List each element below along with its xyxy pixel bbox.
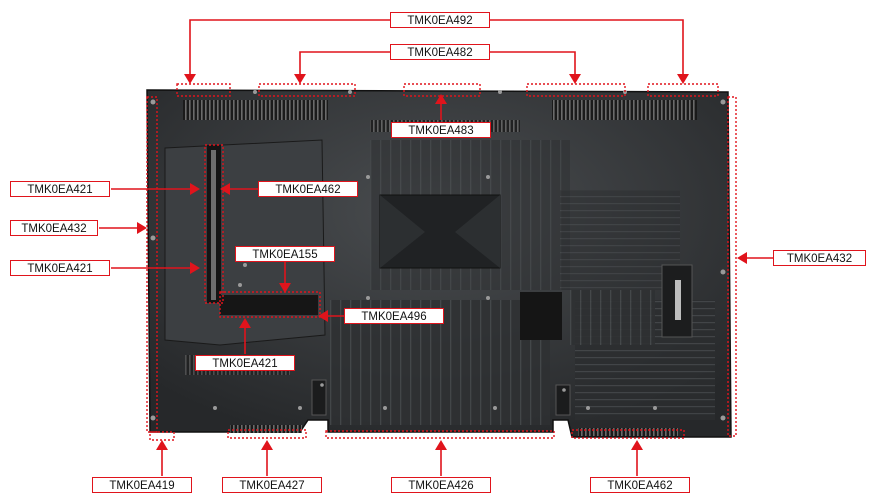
- part-label-bottom-speaker-left: TMK0EA427: [222, 477, 322, 493]
- part-label-terminal: TMK0EA155: [235, 246, 335, 262]
- part-label-top-center: TMK0EA483: [391, 122, 491, 138]
- part-label-top-outer: TMK0EA492: [390, 12, 490, 28]
- terminal-slot-bottom: [220, 295, 318, 315]
- part-label-left-edge: TMK0EA432: [10, 220, 98, 236]
- highlight-outlines: [146, 83, 737, 441]
- part-label-bottom-center: TMK0EA426: [391, 477, 491, 493]
- top-vent-right: [552, 100, 697, 120]
- part-label-bottom-slot: TMK0EA496: [344, 308, 444, 324]
- terminal-slot-inner: [211, 150, 216, 300]
- right-bracket-slot: [675, 280, 681, 320]
- bottom-vent-right: [578, 428, 678, 436]
- part-label-top-inner: TMK0EA482: [390, 44, 490, 60]
- center-connector-box: [520, 292, 562, 340]
- speaker-grille-right: [570, 290, 655, 345]
- screw-holes: [150, 90, 726, 421]
- arrowheads: [137, 74, 747, 450]
- part-label-bottom-speaker-right: TMK0EA462: [590, 477, 690, 493]
- part-label-terminal-bottom: TMK0EA421: [195, 355, 295, 371]
- part-label-bottom-left: TMK0EA419: [92, 477, 192, 493]
- top-vent-left: [183, 100, 328, 120]
- stand-mount-chevron-left: [380, 195, 425, 268]
- stand-mount-chevron-right: [455, 195, 500, 268]
- leader-lines: [99, 19, 773, 476]
- part-label-left-upper: TMK0EA421: [10, 181, 110, 197]
- rib-pattern-right-mid: [560, 190, 680, 290]
- part-label-left-lower: TMK0EA421: [10, 260, 110, 276]
- foot-right: [555, 384, 571, 416]
- bottom-vent-left: [230, 425, 302, 433]
- foot-left: [311, 379, 327, 416]
- part-label-right-edge: TMK0EA432: [773, 250, 866, 266]
- part-label-left-slot: TMK0EA462: [258, 181, 358, 197]
